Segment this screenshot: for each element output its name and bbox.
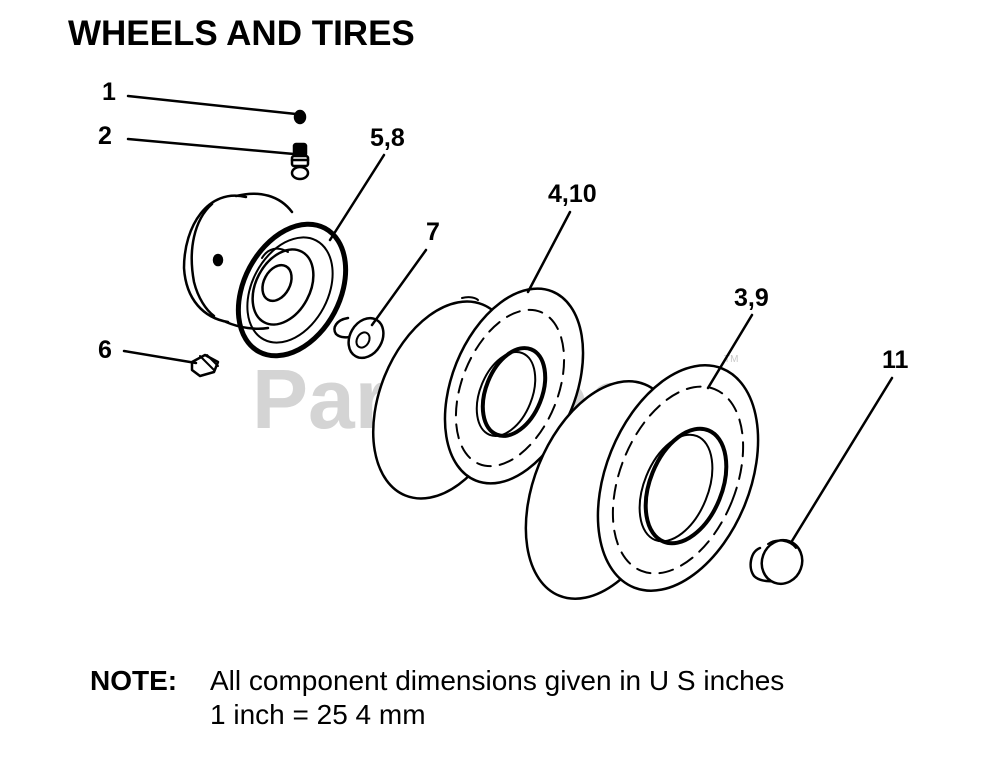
leader-line-4-10 <box>526 210 572 294</box>
leader-line-7 <box>370 248 428 327</box>
page-title: WHEELS AND TIRES <box>68 14 415 53</box>
part-3-9-tire[interactable] <box>496 342 789 622</box>
leader-line-1 <box>126 94 298 116</box>
callout-4-10: 4,10 <box>548 180 597 208</box>
callout-2: 2 <box>98 122 112 150</box>
leader-line-6 <box>122 349 198 365</box>
note-text-line-1: All component dimensions given in U S in… <box>210 665 785 696</box>
callout-3-9: 3,9 <box>734 284 769 312</box>
leader-line-5-8 <box>328 153 386 242</box>
callout-5-8: 5,8 <box>370 124 405 152</box>
part-11-hub-cap[interactable] <box>749 534 809 589</box>
leader-line-2 <box>126 137 296 156</box>
part-1-valve-cap[interactable] <box>293 109 307 125</box>
note-text-line-2: 1 inch = 25 4 mm <box>210 699 426 730</box>
part-6-bolt[interactable] <box>190 353 220 378</box>
leader-lines <box>122 94 894 543</box>
callout-1: 1 <box>102 78 116 106</box>
callout-7: 7 <box>426 218 440 246</box>
note-label: NOTE: <box>90 665 178 696</box>
callout-6: 6 <box>98 336 112 364</box>
part-4-10-tire[interactable] <box>346 268 610 519</box>
callout-11: 11 <box>882 346 909 374</box>
part-5-8-wheel-rim[interactable] <box>182 192 367 375</box>
part-2-valve-stem[interactable] <box>290 142 310 181</box>
watermark-trademark: TM <box>724 354 738 365</box>
dimension-note: NOTE: All component dimensions given in U… <box>90 664 784 732</box>
note-line-1: NOTE: All component dimensions given in U… <box>90 664 784 698</box>
leader-line-3-9 <box>706 313 754 390</box>
leader-line-11 <box>790 376 894 543</box>
